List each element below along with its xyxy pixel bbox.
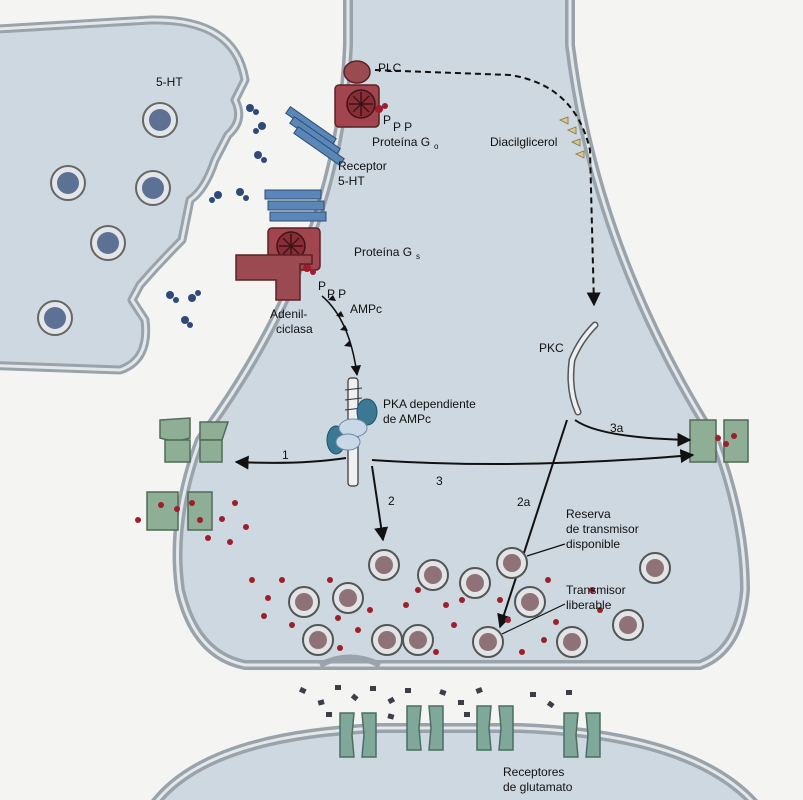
path-2a-label: 2a — [517, 495, 531, 509]
reserve-label-line2: de transmisor — [566, 522, 639, 536]
serotonin-vesicle — [50, 165, 86, 201]
serotonin-receptor-top — [285, 105, 345, 167]
serotonin-vesicle — [135, 170, 171, 206]
serotonin-vesicle — [90, 225, 126, 261]
vesicle — [514, 586, 546, 618]
pkc-label: PKC — [539, 341, 564, 355]
gtp-top-label: P — [383, 113, 391, 127]
pka-label-line2: de AMPc — [383, 412, 431, 426]
path-1-arrow — [234, 455, 347, 470]
path-3a-arrow — [574, 419, 692, 447]
receptor-label-line1: Receptor — [338, 159, 387, 173]
path-2a-arrow — [497, 419, 568, 629]
vesicle — [368, 549, 400, 581]
receptors-label-line2: de glutamato — [503, 780, 573, 794]
path-2-label: 2 — [388, 494, 395, 508]
camp-arrow — [321, 295, 362, 377]
vesicle-docked — [472, 626, 504, 658]
serotonin-receptor-bottom — [264, 189, 327, 222]
facilitator-membrane-inner — [0, 18, 247, 372]
facilitator-membrane — [0, 15, 250, 375]
serotonin-vesicles — [37, 102, 178, 336]
postsynaptic-neuron — [151, 723, 758, 800]
pkc-enzyme-core — [568, 323, 597, 414]
terminal-membrane-inner — [176, 0, 747, 667]
diacylglycerol-label: Diacilglicerol — [490, 135, 557, 149]
glutamate-receptor — [476, 705, 514, 751]
plc-enzyme — [343, 60, 371, 84]
vesicle — [639, 552, 671, 584]
postsynaptic-membrane-inner — [155, 726, 754, 800]
k-channel-left-open — [146, 491, 213, 531]
vesicle — [288, 586, 320, 618]
sensory-terminal — [172, 0, 750, 670]
protein-gs-sub: s — [416, 252, 420, 261]
releasable-label-line2: liberable — [566, 598, 612, 612]
vesicle-docked — [556, 626, 588, 658]
glutamate-receptor — [406, 705, 444, 751]
protein-go-sub: o — [434, 142, 439, 151]
go-protein — [334, 84, 388, 128]
cleft-glutamate — [299, 685, 572, 720]
path-2-arrow — [371, 465, 389, 542]
path-3-label: 3 — [436, 474, 443, 488]
postsynaptic-membrane — [151, 723, 758, 800]
vesicle — [459, 567, 491, 599]
protein-gs-label: Proteína G — [354, 245, 412, 259]
pka-complex — [326, 377, 378, 487]
gtp-top-sub: P P — [393, 120, 412, 134]
gtp-bottom-label: P — [318, 279, 326, 293]
camp-label: AMPc — [350, 302, 382, 316]
vesicle — [612, 609, 644, 641]
glutamate-receptor — [563, 712, 601, 758]
facilitator-neuron — [0, 15, 250, 375]
vesicle — [496, 547, 528, 579]
transmitter-dots — [249, 577, 603, 655]
transmitter-vesicles — [288, 547, 671, 658]
pka-label-line1: PKA dependiente — [383, 397, 476, 411]
reserve-callout-line — [526, 543, 566, 557]
vesicle-docked — [402, 624, 434, 656]
glutamate-receptors — [339, 705, 601, 758]
reserve-label-line3: disponible — [566, 537, 620, 551]
receptor-label-line2: 5-HT — [338, 174, 365, 188]
k-ions — [135, 433, 737, 545]
active-zone-bump — [318, 654, 382, 668]
plc-label: PLC — [378, 61, 402, 75]
releasable-label-line1: Transmisor — [566, 583, 626, 597]
vesicle-docked — [371, 624, 403, 656]
reserve-label-line1: Reserva — [566, 507, 611, 521]
protein-go-label: Proteína G — [372, 135, 430, 149]
k-channel-left — [159, 417, 230, 463]
vesicle — [417, 559, 449, 591]
adenylyl-label-line1: Adenil- — [270, 307, 307, 321]
serotonin-molecules — [166, 104, 267, 328]
serotonin-vesicle — [142, 102, 178, 138]
vesicle — [332, 582, 364, 614]
releasable-callout-line — [501, 603, 566, 635]
path-3a-label: 3a — [610, 421, 624, 435]
glutamate-receptor — [339, 712, 377, 758]
serotonin-vesicle — [37, 300, 73, 336]
adenylyl-label-line2: ciclasa — [276, 322, 313, 336]
diacylglycerol-molecules — [559, 116, 585, 159]
vesicle-docked — [302, 624, 334, 656]
adenylyl-cyclase — [235, 254, 313, 301]
receptors-label-line1: Receptores — [503, 765, 564, 779]
diacylglycerol-arrow — [374, 69, 601, 307]
serotonin-label: 5-HT — [156, 75, 183, 89]
k-channel-right — [689, 419, 749, 463]
path-3-arrow — [371, 449, 695, 465]
path-1-label: 1 — [282, 448, 289, 462]
